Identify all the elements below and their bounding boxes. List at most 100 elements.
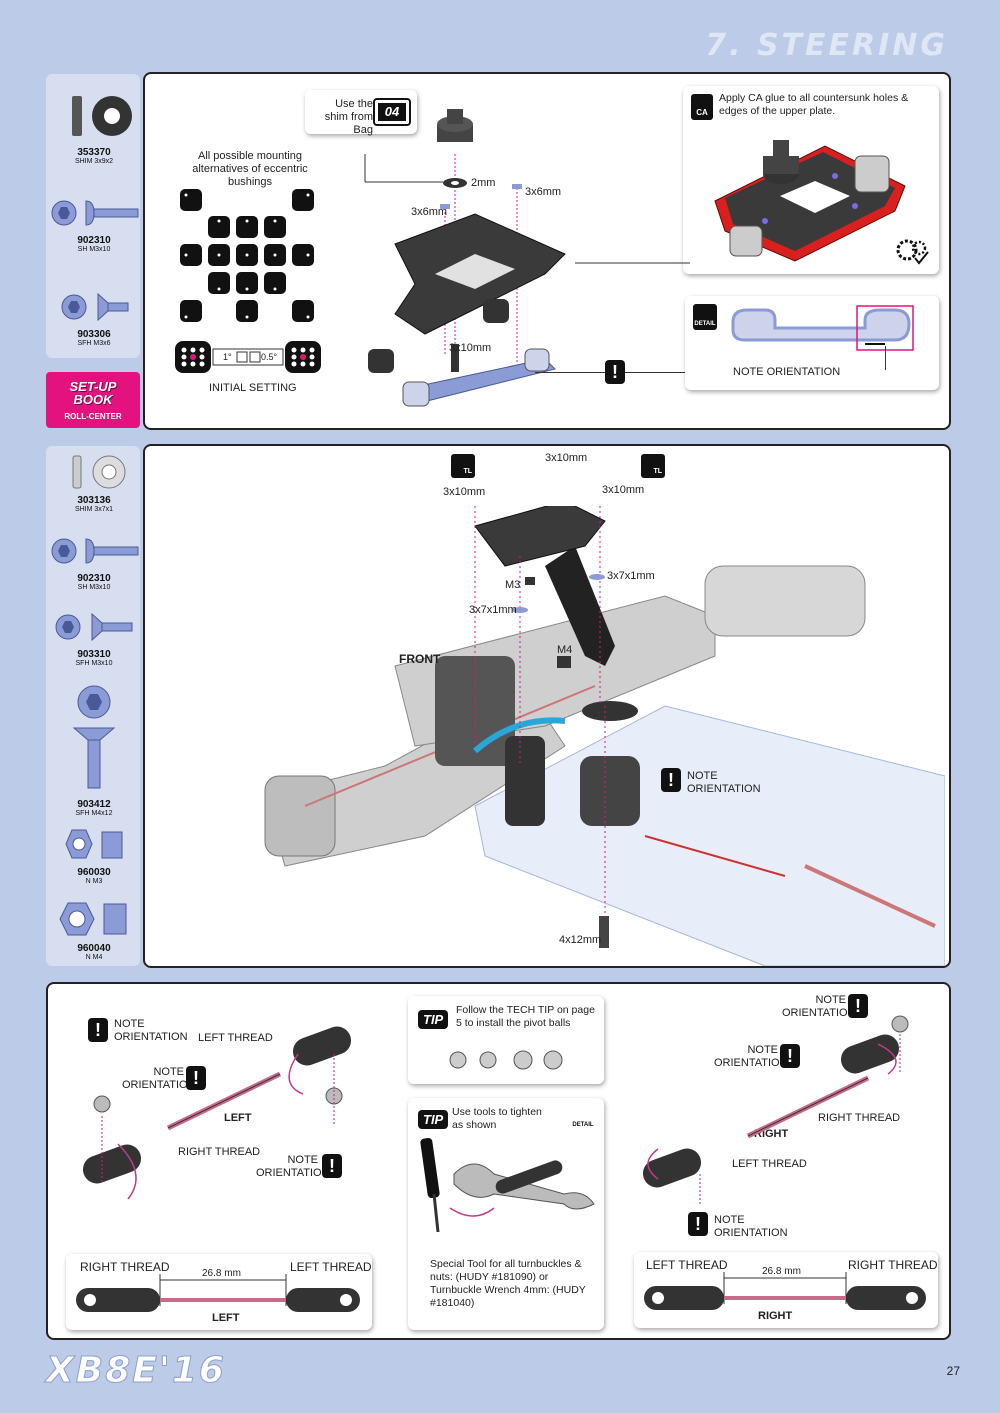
bag-badge: 04: [373, 98, 411, 126]
right-note1: NOTE ORIENTATION: [782, 994, 856, 1019]
tip-badge: TIP: [418, 1010, 449, 1029]
left-right-thread-label: RIGHT THREAD: [178, 1146, 261, 1158]
tl-badge-right: TL: [641, 454, 665, 478]
mounting-note: All possible mounting alternatives of ec…: [192, 150, 308, 188]
tip-pivot-balls: TIP Follow the TECH TIP on page 5 to ins…: [408, 996, 604, 1084]
left-note1: NOTE ORIENTATION: [114, 1018, 188, 1043]
note-orientation-icon: !: [848, 994, 868, 1018]
tip-tools: TIP Use tools to tighten as shown DETAIL…: [408, 1098, 604, 1330]
step2-panel: 3x10mm 3x10mm 3x10mm M3 3x7x1mm 3x7x1mm …: [143, 444, 951, 968]
initial-setting-label: INITIAL SETTING: [209, 382, 297, 394]
part-desc: N M3: [85, 878, 103, 885]
setup-sub: ROLL-CENTER: [64, 412, 122, 421]
label-3x10mm-left: 3x10mm: [443, 486, 486, 498]
part-desc: SH M3x10: [77, 584, 111, 591]
turnbuckle-gauge-right: [644, 1272, 926, 1310]
label-2mm: 2mm: [471, 177, 496, 189]
gauge-right-label-r: RIGHT THREAD: [848, 1258, 938, 1272]
special-tool-text: Special Tool for all turnbuckles & nuts:…: [430, 1258, 586, 1309]
note-orientation-icon: !: [688, 1212, 708, 1236]
note-orientation-icon: !: [186, 1066, 206, 1090]
note-orientation-icon: !: [88, 1018, 108, 1042]
adjust-right-label: 0.5°: [261, 352, 278, 362]
left-side-label: LEFT: [224, 1112, 252, 1124]
label-front: FRONT: [399, 652, 441, 666]
button-head-screw-icon: [51, 538, 139, 564]
parts-sidebar-step1: 353370 SHIM 3x9x2 902310 SH M3x10 903306…: [46, 74, 140, 358]
part-desc: SHIM 3x7x1: [74, 506, 114, 513]
part-code: 903412: [77, 799, 111, 810]
step3-panel: ! NOTE ORIENTATION LEFT THREAD NOTE ORIE…: [46, 982, 951, 1340]
note-word: NOTE: [687, 770, 718, 782]
right-left-thread-label: LEFT THREAD: [732, 1158, 807, 1170]
bag-number: 04: [378, 103, 406, 121]
detail-orientation-callout: DETAIL NOTE ORIENTATION: [685, 296, 939, 390]
tl-label: TL: [463, 468, 472, 475]
part-903306: 903306 SFH M3x6: [46, 290, 142, 347]
gauge-left-label-l: RIGHT THREAD: [80, 1260, 170, 1274]
nut-icon: [65, 829, 123, 859]
right-turnbuckle-exploded: [642, 1015, 909, 1204]
label-3x6mm-right: 3x6mm: [525, 186, 562, 198]
initial-setting-diagram: [175, 341, 321, 373]
label-3x6mm-left: 3x6mm: [411, 206, 448, 218]
nut-large-icon: [59, 902, 127, 936]
wrench-tool-illustration: [420, 1137, 595, 1233]
label-m4: M4: [557, 644, 573, 656]
gauge-left: RIGHT THREAD LEFT THREAD 26.8 mm LEFT: [66, 1254, 372, 1330]
note-orientation-icon: !: [605, 360, 625, 384]
part-desc: SH M3x10: [77, 246, 111, 253]
setup-line1: SET-UP: [69, 379, 117, 394]
turnbuckle-gauge-left: [76, 1274, 360, 1312]
part-code: 902310: [77, 235, 111, 246]
setup-line2: BOOK: [73, 392, 113, 407]
holder-detail-illustration: [731, 305, 914, 351]
gauge-right-side: RIGHT: [758, 1310, 793, 1322]
shim-icon: [72, 96, 132, 136]
part-code: 353370: [77, 147, 111, 158]
part-902310: 902310 SH M3x10: [46, 196, 142, 253]
detail-badge: DETAIL: [693, 304, 717, 330]
gauge-right: LEFT THREAD RIGHT THREAD 26.8 mm RIGHT: [634, 1252, 938, 1328]
left-thread-label: LEFT THREAD: [198, 1032, 273, 1044]
part-353370: 353370 SHIM 3x9x2: [46, 92, 142, 165]
shim-bag-callout: Use the shim from Bag 04: [305, 90, 417, 136]
note-orientation-label: NOTE ORIENTATION: [733, 366, 841, 378]
pivot-balls-illustration: [449, 1050, 563, 1070]
label-m3: M3: [505, 579, 521, 591]
part-code: 960040: [77, 943, 111, 954]
part-code: 303136: [77, 495, 111, 506]
shim-note: Use the shim from Bag: [324, 98, 373, 136]
gauge-right-length: 26.8 mm: [762, 1266, 801, 1277]
tl-badge-left: TL: [451, 454, 475, 478]
label-3x10mm-top: 3x10mm: [545, 452, 588, 464]
part-960040: 960040 N M4: [46, 900, 142, 961]
label-3x7x1mm-right: 3x7x1mm: [607, 570, 655, 582]
part-desc: SFH M3x10: [75, 660, 113, 667]
detail-badge-label: DETAIL: [694, 321, 716, 327]
section-title: 7. STEERING: [705, 28, 948, 63]
setup-book-badge: SET-UP BOOK ROLL-CENTER: [46, 372, 140, 428]
flat-head-screw-large-icon: [72, 685, 116, 789]
orientation-word: ORIENTATION: [687, 783, 761, 795]
part-desc: SHIM 3x9x2: [74, 158, 114, 165]
gauge-left-length: 26.8 mm: [202, 1268, 241, 1279]
page-number: 27: [946, 1364, 960, 1378]
ca-badge: CA: [691, 94, 713, 120]
tl-label: TL: [653, 468, 662, 475]
gears-check-icon: [896, 239, 929, 265]
part-desc: SFH M4x12: [75, 810, 113, 817]
upper-plate-exploded-view: [364, 109, 566, 407]
right-right-thread-label: RIGHT THREAD: [818, 1112, 901, 1124]
note-orientation-icon: !: [661, 768, 681, 792]
ca-note: Apply CA glue to all countersunk holes &…: [719, 92, 909, 117]
label-3x7x1mm-left: 3x7x1mm: [469, 604, 517, 616]
right-note2: NOTE ORIENTATION: [714, 1044, 788, 1069]
eccentric-bushings-grid: [180, 189, 314, 322]
flat-head-screw-icon: [61, 292, 129, 322]
gauge-left-label-r: LEFT THREAD: [290, 1260, 372, 1274]
red-plate-illustration: [714, 140, 906, 262]
detail-badge: DETAIL: [570, 1104, 596, 1130]
ca-badge-label: CA: [696, 108, 708, 117]
